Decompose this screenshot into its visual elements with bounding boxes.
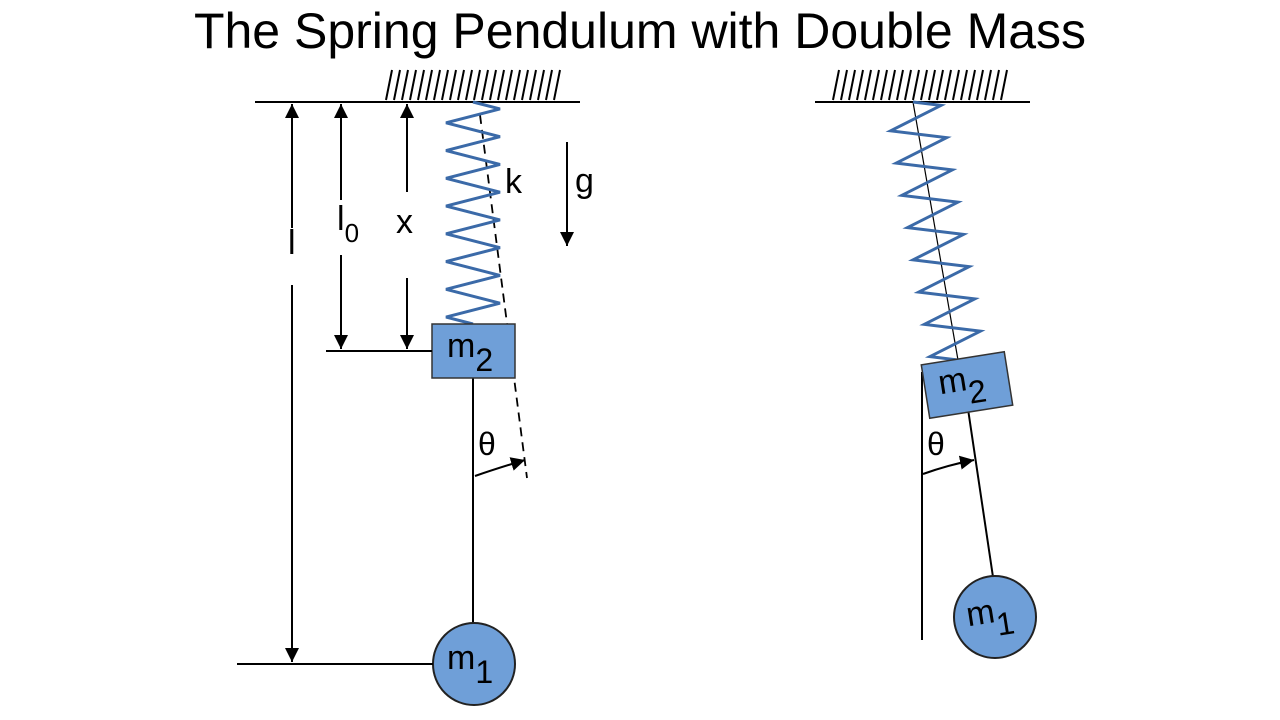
angle-label-right: θ bbox=[927, 426, 945, 462]
mass-lower-label-sub: 1 bbox=[475, 654, 493, 690]
rest-length-label-sub: 0 bbox=[345, 218, 359, 248]
hatch-mark bbox=[553, 69, 561, 101]
hatch-mark bbox=[952, 69, 960, 101]
mass-lower-label-right-group: m1 bbox=[963, 589, 1017, 647]
mass-upper-label: m2 bbox=[447, 327, 493, 378]
hatch-mark bbox=[457, 69, 465, 101]
mass-upper-block-right-group: m2 bbox=[920, 350, 1014, 420]
mass-upper-block-right bbox=[920, 350, 1014, 420]
mass-lower-label: m1 bbox=[447, 639, 493, 690]
hatch-mark bbox=[872, 69, 880, 101]
hatch-mark bbox=[992, 69, 1000, 101]
hatch-mark bbox=[904, 69, 912, 101]
hatch-mark bbox=[433, 69, 441, 101]
mass-upper-label-right-base: m bbox=[935, 360, 969, 402]
pendulum-string-right bbox=[967, 408, 994, 578]
hatch-mark bbox=[505, 69, 513, 101]
hatch-mark bbox=[481, 69, 489, 101]
total-length-label: l bbox=[288, 224, 296, 262]
hatch-mark bbox=[936, 69, 944, 101]
hatch-mark bbox=[401, 69, 409, 101]
gravity-label: g bbox=[575, 162, 594, 200]
hatch-mark bbox=[529, 69, 537, 101]
mass-upper-label-right: m2 bbox=[935, 357, 989, 415]
hatch-mark bbox=[425, 69, 433, 101]
hatch-mark bbox=[976, 69, 984, 101]
hatch-mark bbox=[888, 69, 896, 101]
hatch-mark bbox=[984, 69, 992, 101]
hatch-mark bbox=[880, 69, 888, 101]
hatch-mark bbox=[497, 69, 505, 101]
ceiling-hatch bbox=[385, 69, 561, 101]
hatch-mark bbox=[385, 69, 393, 101]
hatch-mark bbox=[912, 69, 920, 101]
mass-lower-label-base: m bbox=[447, 639, 475, 677]
mass-lower-label-right-sub: 1 bbox=[994, 604, 1017, 642]
hatch-mark bbox=[513, 69, 521, 101]
ceiling-hatch-right bbox=[832, 69, 1008, 101]
hatch-mark bbox=[417, 69, 425, 101]
hatch-mark bbox=[840, 69, 848, 101]
hatch-mark bbox=[920, 69, 928, 101]
hatch-mark bbox=[944, 69, 952, 101]
hatch-mark bbox=[545, 69, 553, 101]
angle-label-left: θ bbox=[478, 426, 496, 462]
rest-length-label-base: l bbox=[337, 200, 345, 238]
spring-left bbox=[445, 100, 501, 326]
mass-upper-label-sub: 2 bbox=[475, 342, 493, 378]
hatch-mark bbox=[521, 69, 529, 101]
hatch-mark bbox=[968, 69, 976, 101]
angle-arc-left bbox=[474, 457, 526, 477]
hatch-mark bbox=[832, 69, 840, 101]
hatch-mark bbox=[473, 69, 481, 101]
spring-constant-label: k bbox=[505, 163, 523, 201]
mass-lower-ball-right bbox=[953, 575, 1037, 659]
hatch-mark bbox=[864, 69, 872, 101]
left-figure: m2 m1 l l0 x k g θ bbox=[237, 69, 594, 706]
hatch-mark bbox=[896, 69, 904, 101]
hatch-mark bbox=[537, 69, 545, 101]
mass-lower-label-right-base: m bbox=[963, 592, 997, 634]
hatch-mark bbox=[848, 69, 856, 101]
hatch-mark bbox=[393, 69, 401, 101]
spring-right bbox=[885, 100, 986, 362]
mass-lower-label-right: m1 bbox=[963, 589, 1017, 647]
mass-upper-label-base: m bbox=[447, 327, 475, 365]
diagram-title: The Spring Pendulum with Double Mass bbox=[193, 3, 1087, 59]
hatch-mark bbox=[960, 69, 968, 101]
hatch-mark bbox=[489, 69, 497, 101]
hatch-mark bbox=[1000, 69, 1008, 101]
right-figure: m2 m1 θ bbox=[815, 69, 1037, 659]
hatch-mark bbox=[409, 69, 417, 101]
hatch-mark bbox=[449, 69, 457, 101]
stretch-label: x bbox=[396, 203, 413, 241]
tilted-reference-dashed-line bbox=[479, 114, 528, 479]
angle-arc-right bbox=[922, 455, 975, 475]
hatch-mark bbox=[465, 69, 473, 101]
hatch-mark bbox=[856, 69, 864, 101]
hatch-mark bbox=[441, 69, 449, 101]
rest-length-label: l0 bbox=[337, 200, 359, 248]
mass-upper-label-right-sub: 2 bbox=[966, 372, 989, 410]
hatch-mark bbox=[928, 69, 936, 101]
